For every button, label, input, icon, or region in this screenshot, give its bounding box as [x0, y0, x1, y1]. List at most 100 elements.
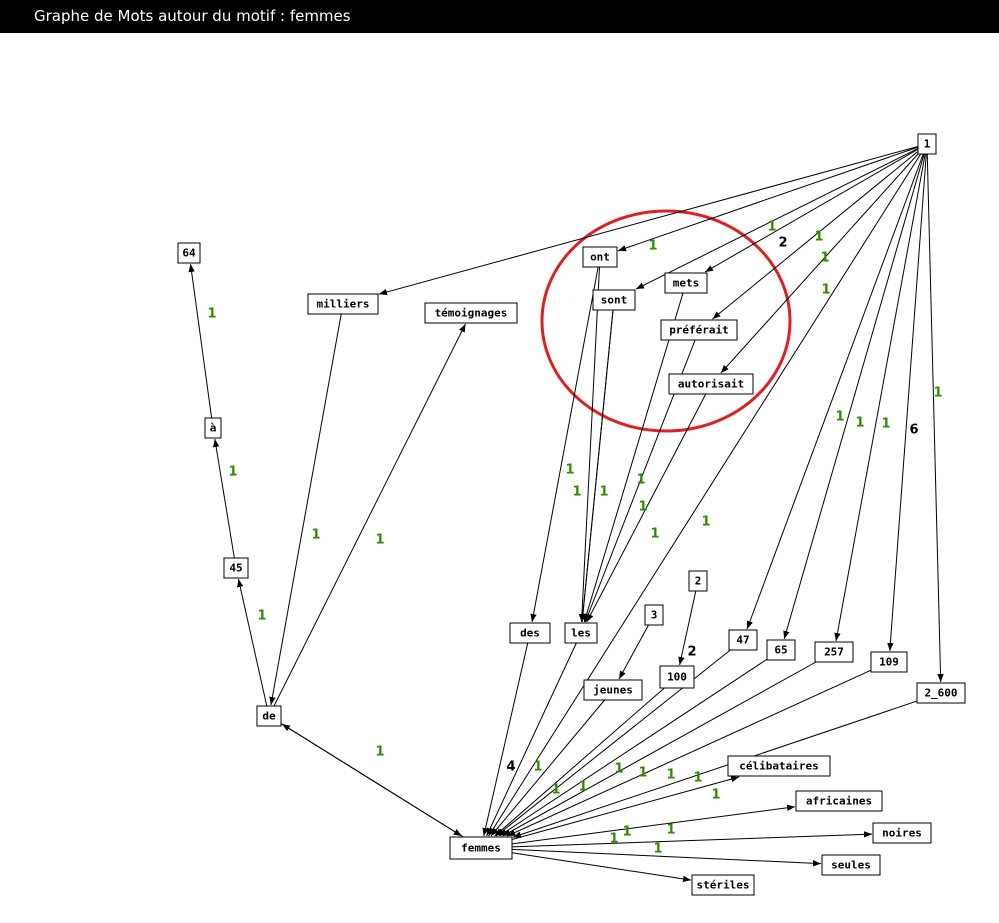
node-label: ont: [590, 251, 610, 264]
node-label: les: [571, 627, 591, 640]
edge-weight-label: 2: [687, 645, 696, 660]
node-sont[interactable]: sont: [592, 289, 636, 311]
node-n1[interactable]: 1: [917, 133, 937, 155]
node-n257[interactable]: 257: [814, 641, 854, 663]
node-box: [592, 289, 636, 311]
edge-line: [746, 153, 924, 630]
node-box: [728, 629, 758, 651]
node-n2[interactable]: 2: [688, 570, 708, 592]
edge-weight-label: 1: [814, 230, 823, 245]
node-box: [668, 373, 754, 395]
node-n45[interactable]: 45: [223, 557, 249, 579]
edge-weight-label: 1: [533, 760, 542, 775]
edge-milliers-to-de: [269, 313, 342, 706]
edge-femmes-to-seules: [511, 848, 822, 867]
edge-weight-label: 1: [820, 251, 829, 266]
edge-line: [488, 153, 922, 837]
node-jeunes[interactable]: jeunes: [583, 679, 643, 701]
edge-line: [502, 661, 817, 837]
edge-line: [498, 658, 768, 837]
node-noires[interactable]: noires: [872, 822, 932, 844]
node-n109[interactable]: 109: [870, 651, 908, 673]
edge-line: [511, 852, 692, 883]
node-femmes[interactable]: femmes: [449, 836, 513, 860]
edge-weight-label: 1: [636, 473, 645, 488]
edge-weight-label: 1: [835, 410, 844, 425]
node-box: [870, 651, 908, 673]
edge-femmes-to-noires: [511, 831, 873, 848]
node-label: 45: [229, 562, 242, 575]
edge-n1-to-autorisait: [720, 153, 919, 374]
edge-line: [188, 263, 213, 419]
edge-line: [530, 266, 599, 623]
node-seules[interactable]: seules: [821, 854, 881, 876]
nodes-layer: 1 64 milliers témoignages ont sont mets préféra…: [177, 133, 966, 896]
edge-weight-label: 1: [257, 609, 266, 624]
node-n2600[interactable]: 2_600: [916, 682, 966, 704]
node-label: femmes: [461, 842, 501, 855]
node-box: [307, 293, 379, 315]
edge-line: [269, 313, 342, 706]
edge-n257-to-femmes: [502, 661, 817, 837]
node-box: [256, 705, 282, 727]
node-preferait[interactable]: préférait: [660, 319, 738, 341]
edge-n2-to-n100: [678, 590, 697, 666]
node-box: [814, 641, 854, 663]
node-box: [644, 604, 664, 626]
edge-line: [586, 393, 707, 623]
node-label: 100: [667, 671, 687, 684]
node-box: [177, 242, 201, 264]
edge-autorisait-to-les: [586, 393, 707, 623]
node-label: autorisait: [678, 378, 744, 391]
node-n3[interactable]: 3: [644, 604, 664, 626]
node-n47[interactable]: 47: [728, 629, 758, 651]
node-label: 2: [695, 575, 702, 588]
edge-a-to-n64: [188, 263, 213, 419]
edge-weight-label: 1: [551, 783, 560, 798]
edge-weight-label: 1: [572, 485, 581, 500]
edge-weight-label: 1: [638, 500, 647, 515]
window-title: Graphe de Mots autour du motif : femmes: [34, 7, 351, 25]
edge-n3-to-jeunes: [618, 624, 649, 680]
node-label: préférait: [669, 324, 729, 337]
node-label: sont: [601, 294, 628, 307]
edge-n1-to-milliers: [378, 145, 919, 296]
edge-n1-to-n109: [887, 153, 927, 652]
node-les[interactable]: les: [564, 622, 598, 644]
edge-line: [511, 848, 822, 867]
node-steriles[interactable]: stériles: [691, 874, 755, 896]
node-mets[interactable]: mets: [664, 272, 708, 294]
edge-weight-label: 1: [701, 515, 710, 530]
edge-n1-to-ont: [617, 146, 919, 252]
node-label: témoignages: [435, 307, 508, 320]
edge-weight-label: 1: [599, 485, 608, 500]
node-de[interactable]: de: [256, 705, 282, 727]
edge-weight-label: 1: [228, 465, 237, 480]
node-box: [691, 874, 755, 896]
edge-weight-label: 1: [933, 386, 942, 401]
edge-line: [617, 146, 919, 252]
node-ont[interactable]: ont: [582, 246, 618, 268]
node-des[interactable]: des: [509, 622, 551, 644]
edge-weight-label: 1: [821, 283, 830, 298]
edge-weight-label: 1: [855, 416, 864, 431]
node-box: [821, 854, 881, 876]
node-temoignages[interactable]: témoignages: [424, 302, 518, 324]
node-africaines[interactable]: africaines: [795, 790, 883, 812]
node-n65[interactable]: 65: [766, 639, 796, 661]
edge-weight-label: 1: [375, 533, 384, 548]
node-a[interactable]: à: [204, 417, 222, 439]
node-n100[interactable]: 100: [659, 665, 695, 689]
node-label: africaines: [806, 795, 872, 808]
edge-weight-label: 1: [666, 823, 675, 838]
node-autorisait[interactable]: autorisait: [668, 373, 754, 395]
node-n64[interactable]: 64: [177, 242, 201, 264]
node-label: 3: [651, 609, 658, 622]
node-milliers[interactable]: milliers: [307, 293, 379, 315]
node-box: [223, 557, 249, 579]
edge-femmes-to-de: [281, 723, 464, 838]
edge-line: [237, 578, 268, 707]
edge-line: [378, 145, 919, 296]
edge-line: [783, 153, 925, 640]
node-celibataires[interactable]: célibataires: [727, 755, 831, 777]
